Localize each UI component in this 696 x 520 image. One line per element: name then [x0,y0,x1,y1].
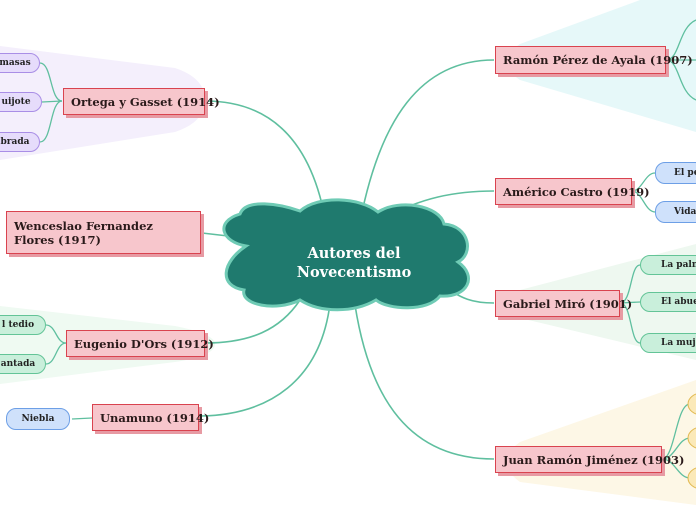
leaf-connector-miro-3 [619,302,641,344]
jimenez-leaf-1[interactable] [687,393,696,415]
work-unamuno-niebla[interactable]: Niebla [6,408,70,430]
leaf-connector-ors-2 [45,342,67,365]
author-eugenio-dors[interactable]: Eugenio D'Ors (1912) [66,330,214,357]
work-ors-1[interactable]: l tedio [0,315,46,335]
connector-jimenez [354,304,495,460]
leaf-connector-castro-2 [631,190,656,213]
leaf-connector-ortega-1 [39,62,63,102]
central-topic-line-2: Novecentismo [296,264,412,281]
jimenez-leaf-2[interactable] [687,427,696,449]
author-ortega-y-gasset[interactable]: Ortega y Gasset (1914) [63,88,220,115]
work-ortega-3[interactable]: brada [0,132,40,152]
connector-ors [204,299,301,344]
main-connectors [199,59,495,460]
central-cloud[interactable] [222,198,470,312]
leaf-connector-unamuno [71,417,93,420]
work-ors-2[interactable]: antada [0,354,46,374]
work-miro-2[interactable]: El abuel [640,292,696,312]
leaf-connector-miro-1 [619,264,641,304]
author-perez-de-ayala[interactable]: Ramón Pérez de Ayala (1907) [495,46,693,74]
leaf-connector-castro-1 [631,172,656,192]
connector-perez [359,59,495,223]
leaf-connector-ortega-3 [39,100,63,143]
work-miro-3[interactable]: La muje [640,333,696,353]
connector-fernandez [201,232,229,237]
work-ortega-2[interactable]: uijote [0,92,42,112]
leaf-connector-ors-1 [45,324,67,344]
leaf-connector-jimenez-2 [661,437,691,460]
connector-unamuno [199,303,331,417]
author-unamuno[interactable]: Unamuno (1914) [92,404,209,431]
leaf-connector-jimenez-1 [661,403,691,460]
leaf-connector-ortega-2 [41,100,63,103]
jimenez-group-bg [506,380,696,505]
author-wenceslao-fernandez-flores[interactable]: Wenceslao Fernandez Flores (1917) [6,211,201,254]
leaf-connector-perez-3 [665,59,696,101]
work-ortega-1[interactable]: masas [0,53,40,73]
work-miro-1[interactable]: La palm [640,255,696,275]
leaf-connector-miro-2 [619,301,641,304]
jimenez-leaf-3[interactable] [687,467,696,489]
leaf-connectors [39,19,696,479]
central-topic-line-1: Autores del [307,245,401,262]
work-castro-1[interactable]: El pe [655,162,696,184]
author-gabriel-miro[interactable]: Gabriel Miró (1901) [495,290,632,317]
connector-ortega [204,100,326,219]
jimenez-leaf-stubs [687,393,696,489]
leaf-connector-perez-1 [665,19,696,61]
author-americo-castro[interactable]: Américo Castro (1919) [495,178,650,205]
work-castro-2[interactable]: Vida [655,201,696,223]
author-juan-ramon-jimenez[interactable]: Juan Ramón Jiménez (1903) [495,446,685,473]
leaf-connector-jimenez-3 [661,458,691,479]
central-topic-label[interactable]: Autores del Novecentismo [270,244,438,282]
